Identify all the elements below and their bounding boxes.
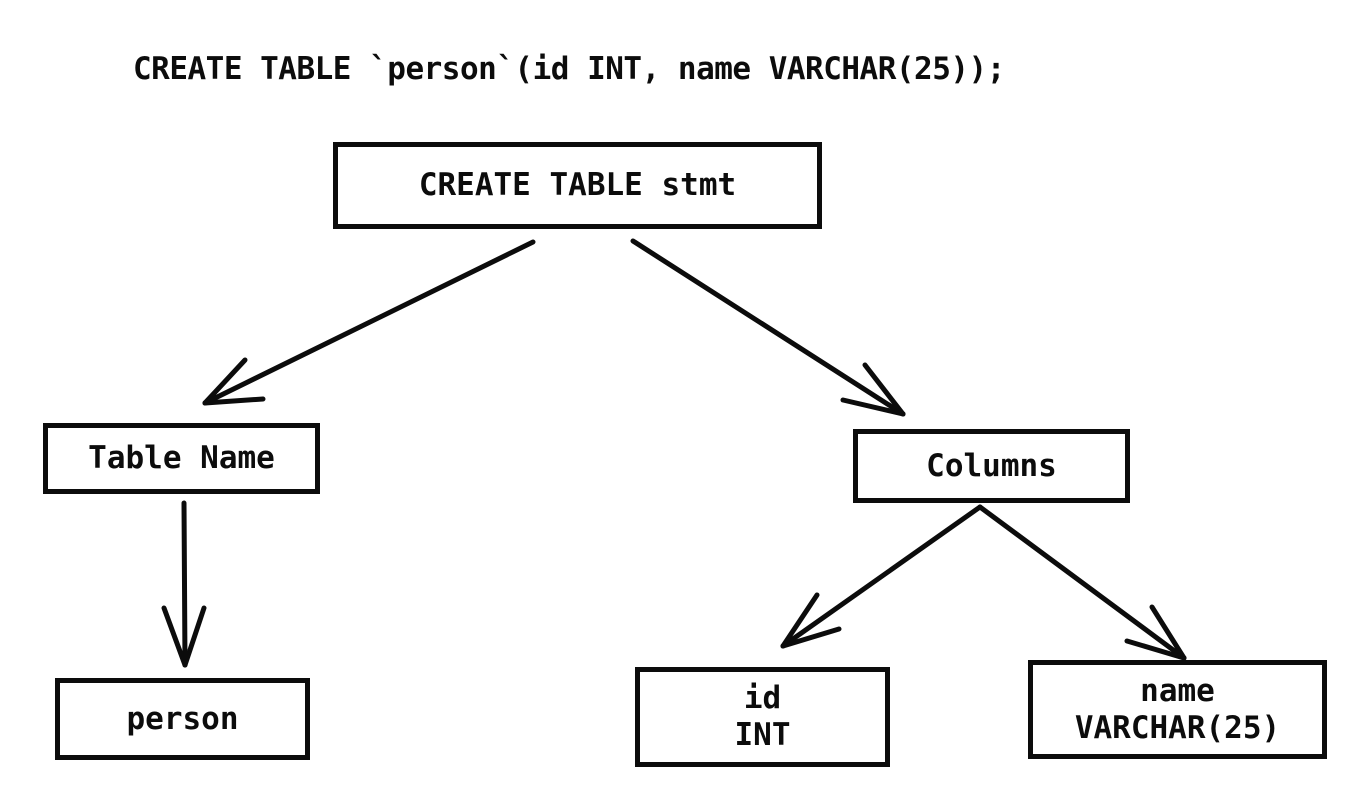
edge-columns-to-id [780, 504, 983, 649]
node-create-table-stmt-label: CREATE TABLE stmt [418, 167, 737, 203]
edge-stmt-to-table-name [202, 239, 536, 406]
node-person-label: person [126, 700, 239, 737]
edge-stmt-to-columns [630, 238, 906, 417]
node-table-name: Table Name [43, 423, 320, 494]
node-table-name-label: Table Name [88, 440, 275, 476]
node-id-int-line2: INT [734, 717, 791, 753]
edge-table-name-to-person [161, 500, 207, 668]
node-name-varchar-line2: VARCHAR(25) [1074, 709, 1281, 746]
node-person: person [55, 678, 310, 760]
node-name-varchar-line1: name [1140, 672, 1215, 709]
node-columns: Columns [853, 429, 1130, 503]
node-id-int-line1: id [743, 680, 782, 716]
node-columns-label: Columns [926, 447, 1057, 484]
node-create-table-stmt: CREATE TABLE stmt [333, 142, 822, 229]
edge-columns-to-name [977, 504, 1187, 661]
node-id-int: id INT [635, 667, 890, 767]
node-name-varchar: name VARCHAR(25) [1028, 660, 1327, 759]
sql-statement-title: CREATE TABLE `person`(id INT, name VARCH… [133, 51, 1005, 87]
